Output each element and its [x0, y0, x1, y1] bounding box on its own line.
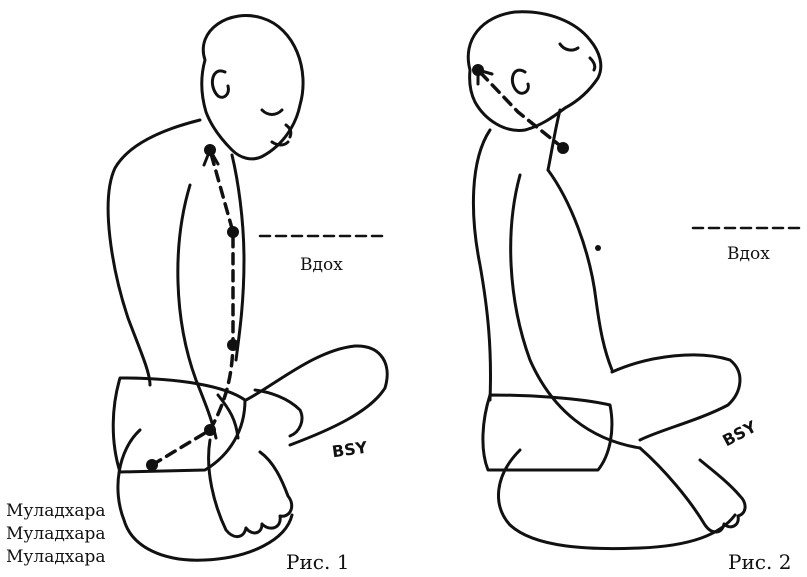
chakra-point-manipura: [227, 339, 239, 351]
figure-2-leg-upper: [612, 355, 740, 440]
figure-2-nipple: [595, 245, 601, 251]
chakra-label: Муладхара: [6, 523, 106, 546]
figure-1-chakra-points: [146, 144, 239, 471]
chakra-point-vishuddhi: [204, 144, 216, 156]
figure-2-nose: [590, 58, 595, 70]
figure-2-head: [468, 12, 601, 131]
figure-1-arm: [178, 185, 216, 438]
figure-2-ear: [512, 70, 528, 93]
figure-2-eye: [560, 44, 578, 50]
chakra-point-swadhisthana: [204, 424, 216, 436]
figure-1-forearm: [218, 395, 238, 438]
figure-1-foot: [255, 390, 302, 436]
figure-2-caption: Рис. 2: [728, 552, 791, 572]
figure-1-breath-label: Вдох: [300, 257, 343, 274]
figure-2-leg-lower: [499, 450, 735, 549]
chakra-point-bindu: [472, 64, 484, 76]
figure-1-energy-path: [152, 150, 233, 465]
figure-1-signature: BSY: [331, 440, 368, 461]
chakra-label: Муладхара: [6, 500, 106, 523]
figure-1-hand: [209, 440, 292, 537]
chakra-point-vishuddhi: [557, 142, 569, 154]
chakra-label-stack: Муладхара Муладхара Муладхара: [6, 500, 106, 569]
figure-2-seated-person: [468, 12, 805, 549]
figure-1-leg-upper: [246, 346, 387, 445]
chakra-label: Муладхара: [6, 546, 106, 569]
figure-1-leg-lower: [118, 430, 292, 560]
chakra-point-anahata: [227, 226, 239, 238]
figure-2-arm: [511, 175, 640, 448]
figure-2-front: [548, 170, 612, 370]
figure-2-energy-path: [478, 70, 563, 148]
figure-1-head: [202, 16, 303, 159]
figure-1-ear: [212, 71, 228, 97]
figure-2-back: [473, 130, 490, 400]
figure-1-eye: [262, 110, 282, 115]
figure-1-seated-person: [108, 16, 387, 561]
figure-1-caption: Рис. 1: [286, 552, 349, 572]
figure-2-breath-label: Вдох: [727, 246, 770, 263]
chakra-point-muladhara: [146, 459, 158, 471]
